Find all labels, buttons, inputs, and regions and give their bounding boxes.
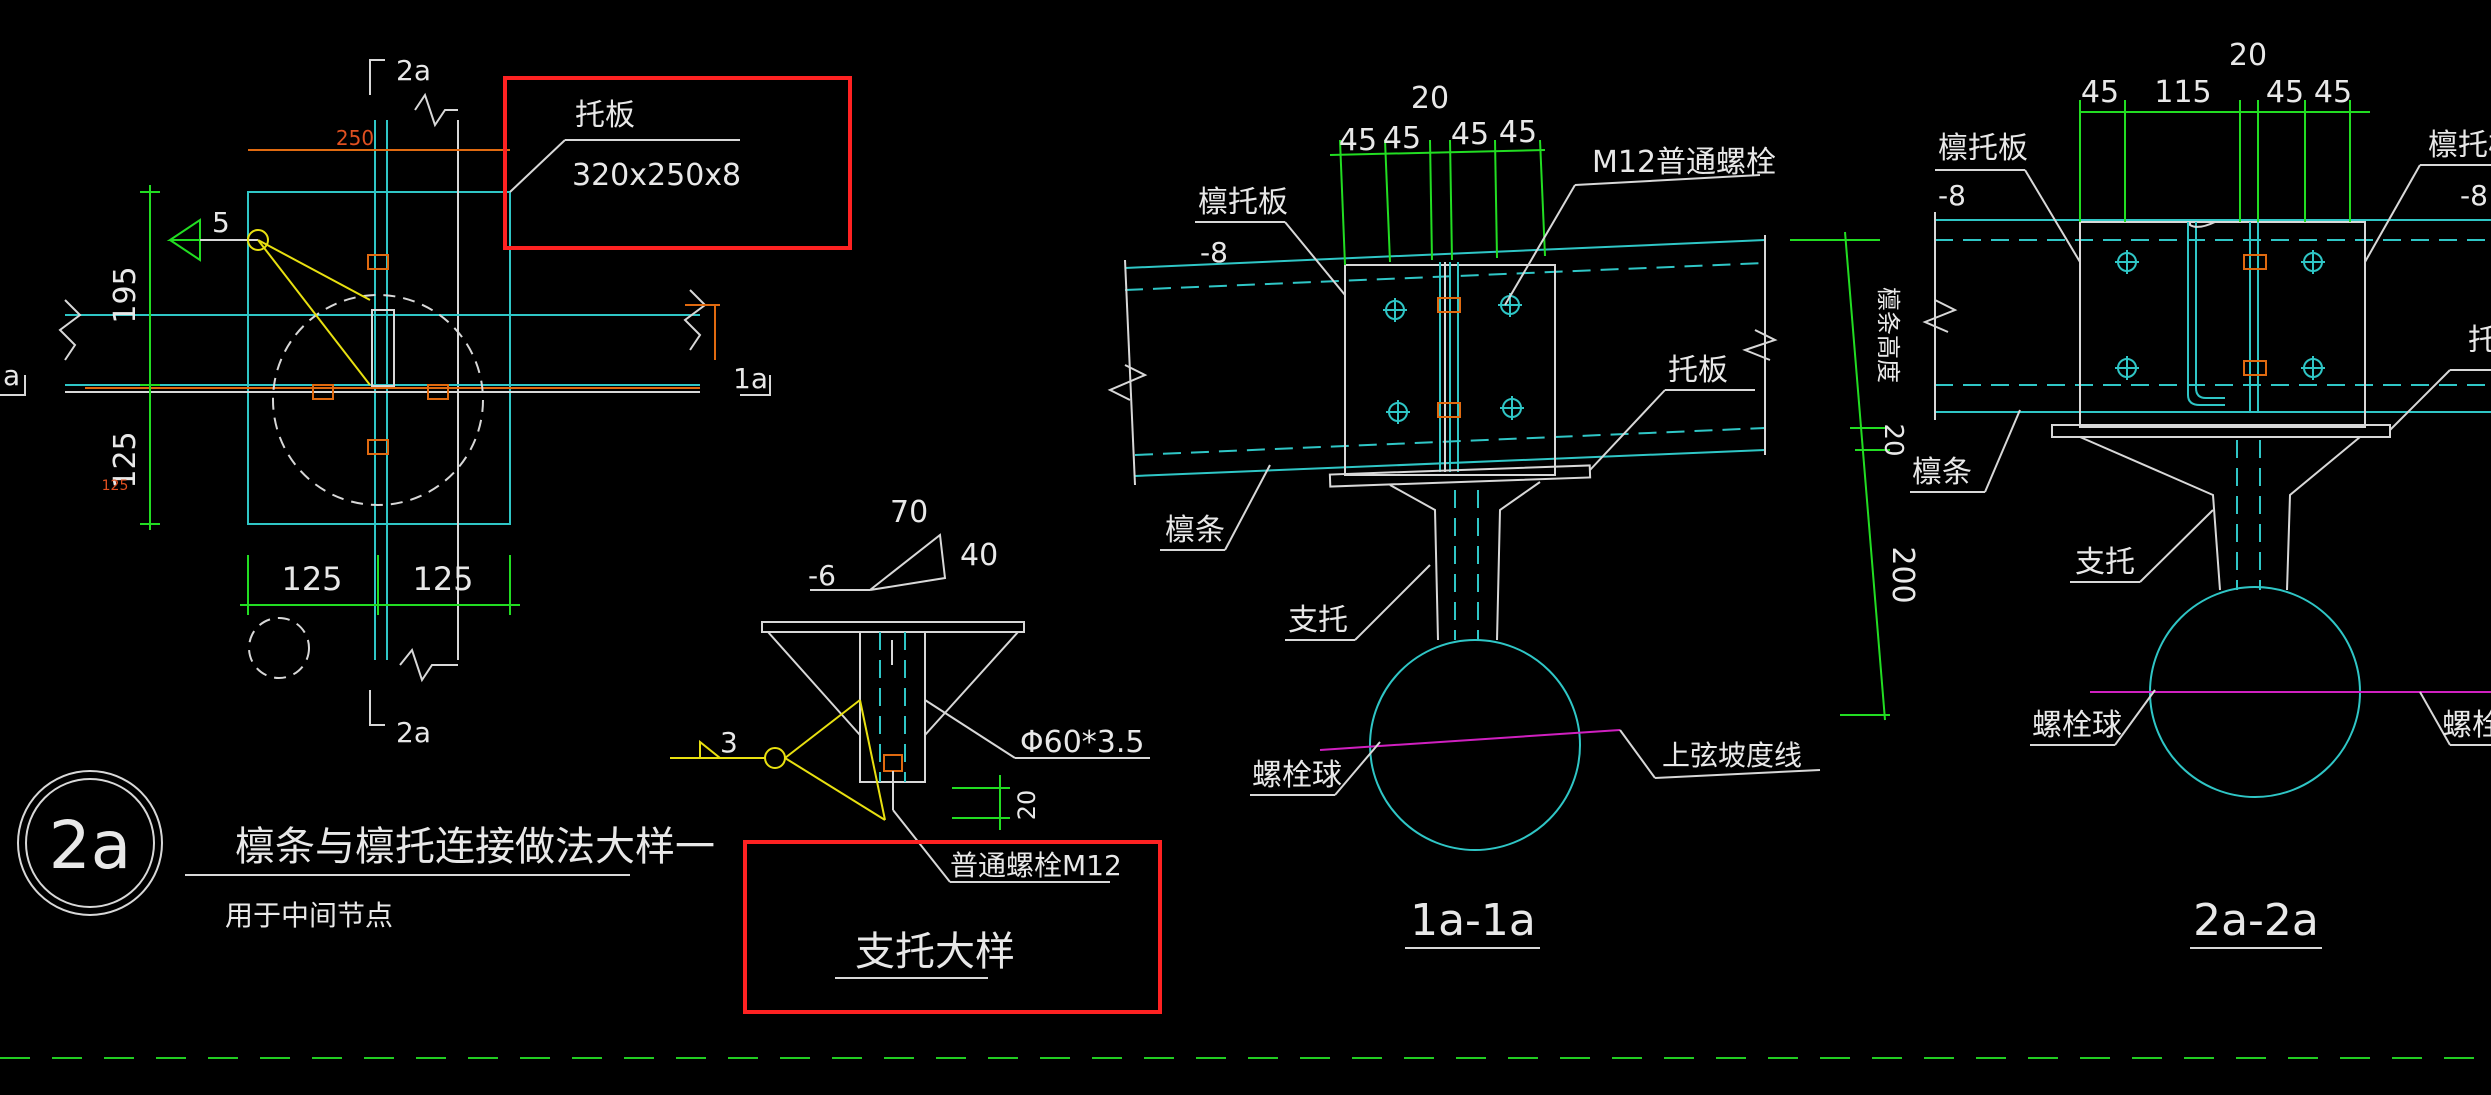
support-detail-title: 支托大样 [855,929,1015,975]
1a-support-label: 支托 [1288,603,1348,638]
2a-thk-right: -8 [2460,179,2488,212]
2a-support-plate-label-right: 托 [2468,323,2491,358]
1a-dim-45-1: 45 [1339,123,1377,158]
detail-2a-subtitle: 用于中间节点 [225,899,393,932]
plate-callout-label: 托板 [575,98,635,133]
1a-purlin-support-label: 檩托板 [1198,185,1288,220]
2a-purlin-label: 檩条 [1912,455,1972,490]
1a-ball-label: 螺栓球 [1252,758,1342,793]
1a-dim-45-3: 45 [1451,117,1489,152]
2a-dim-45-2: 45 [2266,75,2304,110]
weld-size-5: 5 [212,206,230,239]
2a-dim-45-3: 45 [2314,75,2352,110]
1a-slope-label: 上弦坡度线 [1662,739,1802,772]
detail-2a-title: 2a 檩条与檩托连接做法大样一 用于中间节点 [17,770,715,932]
1a-thk-label: -8 [1200,236,1228,269]
dim-top-250: 250 [336,126,374,150]
section-2a: 20 45 115 45 45 檩托板 -8 檩托板 -8 托 檩条 支托 螺栓… [1910,38,2491,949]
1a-dim-45-2: 45 [1383,121,1421,156]
support-title-box: 支托大样 [743,840,1162,1014]
2a-dim-45-1: 45 [2081,75,2119,110]
section-mark-right: 1a [733,362,768,395]
support-bolt-label: 普通螺栓M12 [950,849,1122,882]
1a-height-label: 檩条高度 [1874,287,1902,383]
support-dim-20: 20 [1013,790,1041,821]
section-1a: 20 45 45 45 45 檩条高度 20 200 M12普通螺栓 檩托板 -… [1107,81,1920,949]
weld-leg-70: 70 [890,495,928,530]
2a-ball-label-left: 螺栓球 [2032,708,2122,743]
dim-left-125: 125 [108,431,143,488]
detail-2a-plan: 250 195 125 125 125 125 5 2a 2a 1a a [0,54,771,749]
dim-left-small: 125 [102,478,129,494]
2a-dim-20-top: 20 [2229,38,2267,73]
2a-support-label: 支托 [2075,545,2135,580]
2a-ball-label-right: 螺栓球 [2442,708,2491,743]
1a-dim-45-4: 45 [1499,115,1537,150]
2a-purlin-support-label-right: 檩托板 [2428,128,2491,163]
plate-callout-spec: 320x250x8 [572,158,741,193]
2a-purlin-support-label-left: 檩托板 [1938,131,2028,166]
dim-bottom-125-right: 125 [412,560,473,598]
plate-callout-box: 托板 320x250x8 [503,76,852,250]
weld-leg-40: 40 [960,538,998,573]
1a-dim-20-right: 20 [1878,423,1908,456]
1a-bolt-label: M12普通螺栓 [1592,145,1776,180]
pipe-spec: Φ60*3.5 [1020,725,1145,760]
1a-support-plate-label: 托板 [1668,353,1728,388]
1a-purlin-label: 檩条 [1165,513,1225,548]
section-mark-bottom: 2a [396,716,431,749]
title-symbol-2a: 2a [49,807,131,884]
plate-outline [247,191,511,525]
section-mark-top: 2a [396,54,431,87]
1a-dim-200: 200 [1885,546,1920,603]
section-1a-title: 1a-1a [1410,895,1536,946]
plate-thk-6: -6 [808,559,836,592]
support-detail: 70 40 -6 3 Φ60*3.5 20 普通螺栓M12 [670,495,1150,883]
dim-left-195: 195 [108,266,143,323]
dim-bottom-125-left: 125 [281,560,342,598]
section-mark-left: a [3,359,20,392]
2a-thk-left: -8 [1938,179,1966,212]
weld-size-3: 3 [720,726,738,759]
2a-dim-115: 115 [2154,75,2211,110]
detail-2a-title-text: 檩条与檩托连接做法大样一 [235,824,715,870]
section-2a-title: 2a-2a [2193,895,2319,946]
1a-dim-20-top: 20 [1411,81,1449,116]
